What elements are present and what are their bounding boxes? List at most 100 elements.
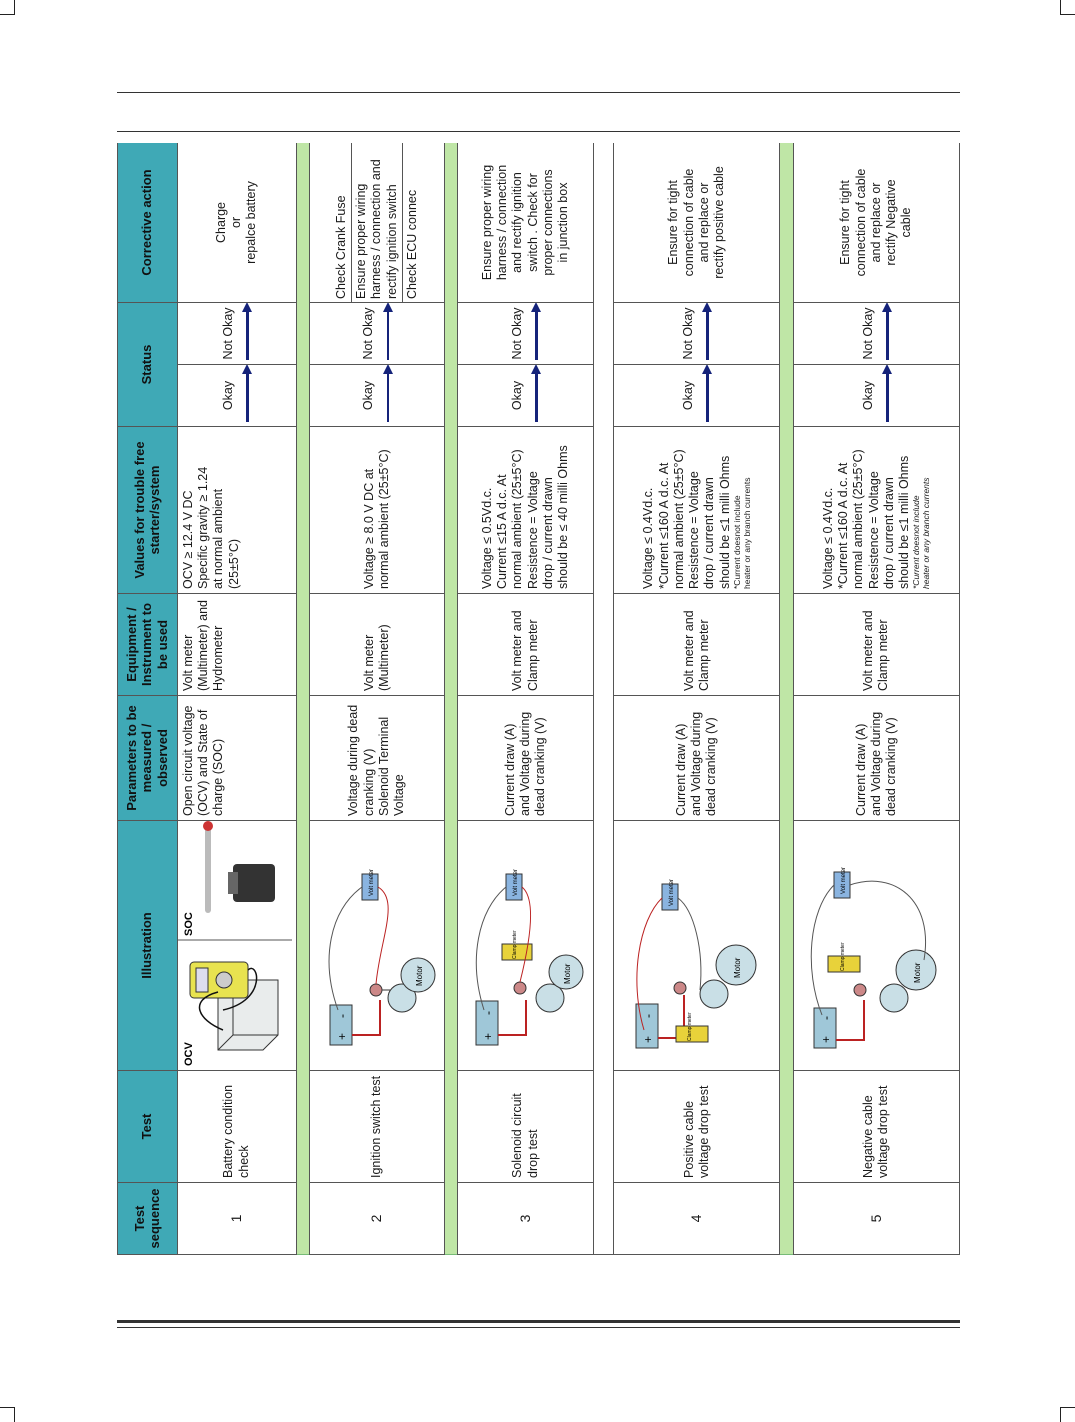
svg-text:Volt meter: Volt meter — [669, 879, 675, 906]
corrective-line: rectify Negative — [884, 179, 899, 266]
status-not-okay-label: Not Okay — [860, 307, 875, 360]
row-corrective-action: Ensure for tight connection of cable and… — [793, 143, 960, 303]
row-sequence: 2 — [309, 1182, 445, 1255]
row-parameters: Voltage during dead cranking (V) Solenoi… — [309, 695, 445, 821]
svg-text:Clamp meter: Clamp meter — [840, 942, 846, 971]
table-row: 4 Positive cable voltage drop test + - C… — [613, 143, 780, 1255]
troubleshooting-table-frame: Test sequence Test Illustration Paramete… — [117, 143, 960, 1255]
footer-rule-thin — [117, 1327, 960, 1328]
header-test: Test — [117, 1070, 178, 1183]
value-line: Current ≤15 A d.c. At — [495, 474, 510, 589]
status-okay-label: Okay — [361, 380, 376, 411]
soc-label: SOC — [183, 912, 195, 936]
corrective-line: Check ECU connec — [404, 189, 419, 299]
row-test-name: Ignition switch test — [309, 1070, 445, 1183]
header-rule — [117, 92, 960, 93]
status-not-okay: Not Okay — [793, 302, 960, 365]
header-equipment: Equipment / Instrument to be used — [117, 593, 178, 696]
svg-text:Motor: Motor — [563, 963, 572, 984]
row-corrective-action: Ensure for tight connection of cable and… — [613, 143, 780, 303]
corrective-line: Ensure proper wiring — [479, 164, 494, 281]
value-note: heater or any branch currents — [741, 477, 752, 589]
status-not-okay-label: Not Okay — [361, 307, 376, 360]
multimeter-icon — [189, 961, 249, 999]
value-line: normal ambient (25±5°C) — [671, 449, 686, 589]
value-line: normal ambient (25±5°C) — [510, 449, 525, 589]
value-line: (25±5°C) — [226, 538, 241, 589]
row-test-name: Solenoid circuit drop test — [457, 1070, 594, 1183]
value-line: should be ≤1 milli Ohms — [897, 455, 912, 589]
table-row: 1 Battery condition check OCV SOC — [177, 143, 296, 1255]
value-line: Voltage ≤ 0.4Vd.c. — [641, 487, 656, 589]
crop-mark-top-left — [0, 0, 15, 15]
value-line: drop / current drawn — [702, 477, 717, 589]
row-sequence: 5 — [793, 1182, 960, 1255]
footer-rule-thick — [117, 1320, 960, 1323]
value-note: heater or any branch currents — [921, 477, 932, 589]
status-okay-label: Okay — [509, 380, 524, 411]
row-parameters-secondary: Solenoid Terminal Voltage — [376, 716, 407, 816]
crop-mark-bottom-left — [0, 1407, 15, 1422]
svg-text:-: - — [819, 1016, 833, 1020]
row-values: Voltage ≤ 0.4Vd.c. *Current ≤160 A d.c. … — [613, 426, 780, 594]
header-status: Status — [117, 302, 178, 427]
value-line: *Current ≤160 A d.c. At — [836, 462, 851, 589]
row-equipment: Volt meter and Clamp meter — [793, 593, 960, 696]
arrow-icon — [531, 302, 541, 360]
row-values: Voltage ≥ 8.0 V DC at normal ambient (25… — [309, 426, 445, 594]
row-test-name: Battery condition check — [177, 1070, 296, 1183]
svg-text:Motor: Motor — [415, 965, 424, 986]
row-separator — [779, 143, 794, 1255]
arrow-icon — [882, 302, 892, 360]
row-values: OCV ≥ 12.4 V DC Specific gravity ≥ 1.24 … — [177, 426, 296, 594]
row-separator — [296, 143, 310, 1255]
header-values: Values for trouble free starter/system — [117, 426, 178, 594]
table-row: 5 Negative cable voltage drop test + - C… — [793, 143, 960, 1255]
table-row: 3 Solenoid circuit drop test + - Clamp m… — [457, 143, 594, 1255]
battery-illustration: OCV SOC — [177, 820, 296, 1071]
corrective-line: in junction box — [556, 182, 571, 263]
row-separator — [444, 143, 458, 1255]
corrective-line: cable — [899, 207, 914, 238]
row-corrective-action: Ensure proper wiring harness / connectio… — [457, 143, 594, 303]
status-okay: Okay — [457, 364, 594, 427]
starter-troubleshooting-table: Test sequence Test Illustration Paramete… — [117, 143, 960, 1255]
corrective-line: or — [229, 216, 244, 229]
row-test-name: Positive cable voltage drop test — [613, 1070, 780, 1183]
row-parameters: Current draw (A) and Voltage during dead… — [793, 695, 960, 821]
status-okay: Okay — [177, 364, 296, 427]
corrective-line: Charge — [213, 201, 228, 243]
svg-text:Volt meter: Volt meter — [513, 869, 519, 896]
arrow-icon — [383, 365, 393, 423]
corrective-line: and replace or — [868, 182, 883, 263]
crop-mark-top-right — [1060, 0, 1075, 15]
svg-text:-: - — [641, 1014, 655, 1018]
value-line: should be ≤1 milli Ohms — [717, 455, 732, 589]
value-line: OCV ≥ 12.4 V DC — [180, 490, 195, 589]
value-line: Resistence = Voltage — [866, 471, 881, 589]
header-row: Test sequence Test Illustration Paramete… — [117, 143, 178, 1255]
header-rule-2 — [117, 131, 960, 132]
status-not-okay-label: Not Okay — [681, 307, 696, 360]
corrective-line: Ensure for tight — [666, 180, 681, 265]
row-sequence: 3 — [457, 1182, 594, 1255]
svg-text:+: + — [335, 1033, 349, 1040]
crop-mark-bottom-right — [1060, 1407, 1075, 1422]
row-sequence: 1 — [177, 1182, 296, 1255]
value-line: Voltage ≤ 0.4Vd.c. — [820, 487, 835, 589]
row-values: Voltage ≤ 0.4Vd.c. *Current ≤160 A d.c. … — [793, 426, 960, 594]
svg-text:Volt meter: Volt meter — [369, 869, 375, 896]
status-okay-label: Okay — [681, 380, 696, 411]
row-parameters: Current draw (A) and Voltage during dead… — [457, 695, 594, 821]
ocv-label: OCV — [183, 1042, 195, 1067]
arrow-icon — [702, 302, 712, 360]
hydrometer-icon — [202, 821, 275, 913]
arrow-icon — [531, 365, 541, 423]
svg-text:Clamp meter: Clamp meter — [512, 930, 518, 959]
corrective-line: repalce battery — [244, 181, 259, 264]
status-okay: Okay — [613, 364, 780, 427]
row-corrective-action: Charge or repalce battery — [177, 143, 296, 303]
header-parameters: Parameters to be measured / observed — [117, 695, 178, 821]
status-okay-label: Okay — [860, 380, 875, 411]
status-okay: Okay — [309, 364, 445, 427]
